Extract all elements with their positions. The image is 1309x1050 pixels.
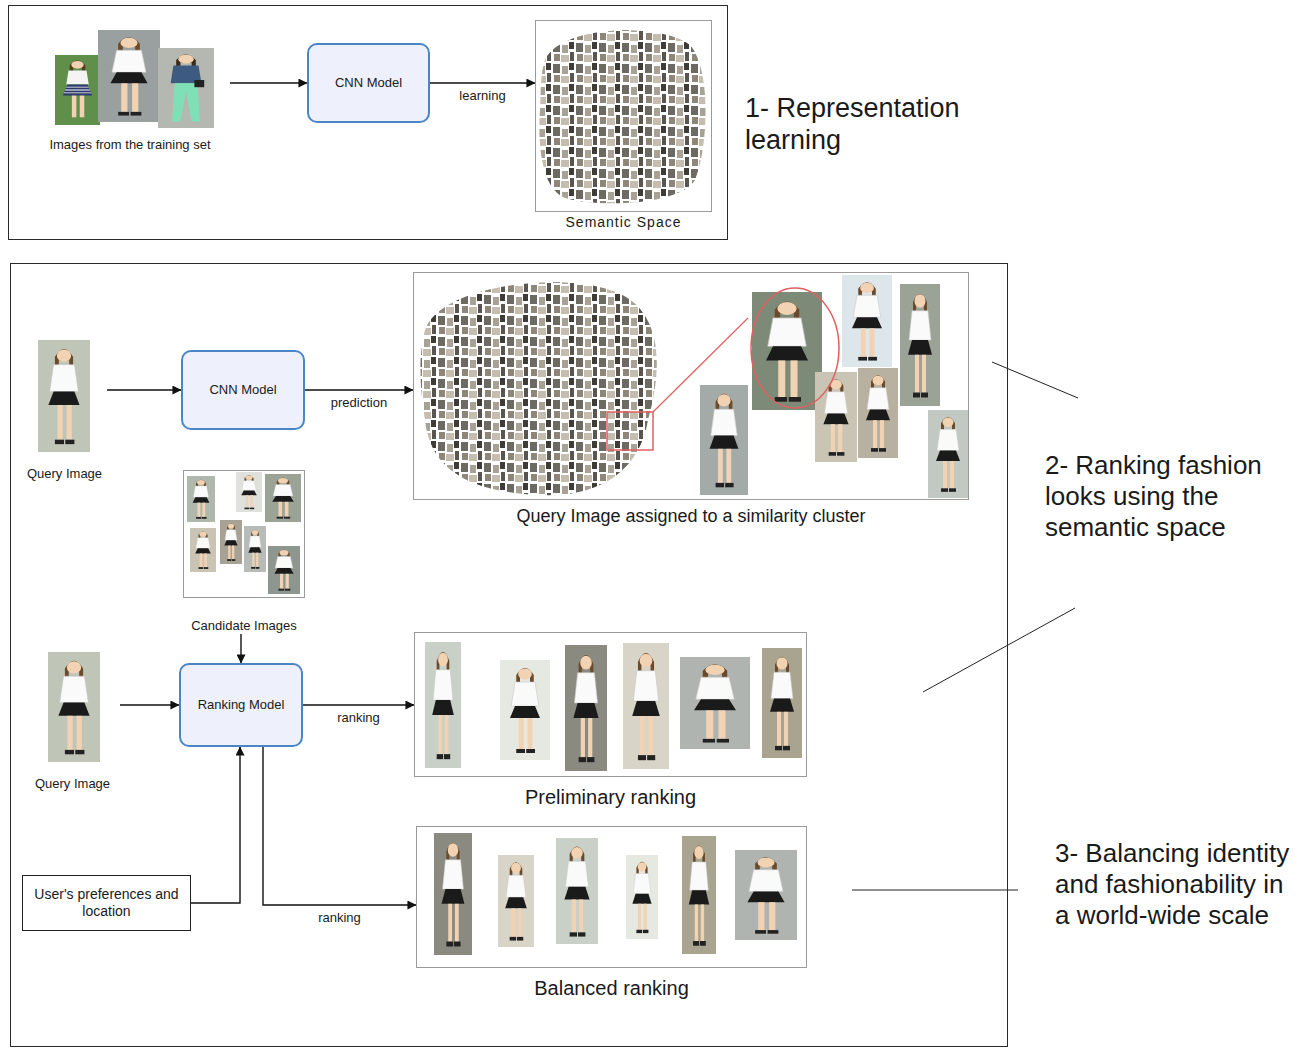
arrow-connector — [263, 747, 416, 905]
panel-heading: 2- Ranking fashion looks using the seman… — [1045, 450, 1303, 544]
image-caption: Query Image — [15, 776, 130, 792]
photo — [556, 838, 598, 944]
caption-wrap: Balanced ranking — [397, 977, 826, 1000]
arrow-connector — [305, 389, 413, 390]
photo — [928, 410, 968, 498]
embedding-scatter — [539, 30, 705, 203]
image-caption: Query Image — [12, 466, 117, 482]
image-caption: Semantic Space — [516, 214, 731, 230]
photo — [190, 528, 216, 572]
image-frame: Query Image assigned to a similarity clu… — [413, 272, 969, 500]
image-caption: Candidate Images — [160, 618, 328, 634]
photo — [38, 340, 90, 452]
image-caption: Images from the training set — [20, 137, 240, 153]
photo — [565, 645, 607, 771]
edge-label: ranking — [335, 710, 382, 726]
caption-wrap: Semantic Space — [516, 214, 731, 230]
caption-wrap: Candidate Images — [160, 618, 328, 634]
note-wrap: 3- Balancing identity and fashionability… — [1055, 838, 1305, 932]
image-frame: Balanced ranking — [416, 826, 807, 968]
box-label: CNN Model — [329, 75, 408, 91]
heading-wrap: 1- Representation learning — [745, 92, 995, 157]
image-frame: Semantic Space — [535, 20, 712, 212]
photo — [55, 55, 100, 125]
photo — [623, 643, 669, 769]
arrow-connector — [120, 704, 179, 705]
photo — [434, 833, 472, 955]
photo — [752, 292, 822, 410]
box-label: User's preferences and location — [23, 886, 190, 921]
photo — [158, 48, 214, 128]
process-box: CNN Model — [307, 43, 430, 123]
caption-wrap: Query Image assigned to a similarity clu… — [394, 506, 988, 527]
process-box: CNN Model — [181, 350, 305, 430]
photo — [626, 855, 658, 939]
photo — [98, 30, 160, 122]
photo — [700, 385, 748, 495]
edge-label-wrap: learning — [457, 88, 507, 104]
photo — [815, 372, 857, 462]
panel-heading: 1- Representation learning — [745, 92, 995, 157]
photo — [425, 642, 461, 768]
edge-label-wrap: ranking — [335, 710, 382, 726]
image-caption: Query Image assigned to a similarity clu… — [394, 506, 988, 527]
arrow-connector — [430, 82, 535, 83]
photo — [858, 368, 898, 458]
photo — [236, 472, 262, 512]
photo — [900, 284, 940, 406]
arrow-connector — [303, 704, 414, 705]
photo — [842, 275, 892, 367]
photo — [48, 652, 100, 762]
photo — [187, 476, 215, 522]
photo — [498, 855, 534, 947]
arrow-connector — [230, 82, 307, 83]
caption-wrap: Query Image — [15, 776, 130, 792]
panel-box: 2- Ranking fashion looks using the seman… — [10, 263, 1008, 1047]
image-frame — [183, 470, 305, 598]
process-box: Ranking Model — [179, 663, 303, 747]
leader-line — [992, 362, 1078, 398]
photo — [244, 526, 266, 572]
panel-box: 1- Representation learningImages from th… — [8, 5, 728, 240]
photo — [268, 546, 300, 594]
heading-wrap: 2- Ranking fashion looks using the seman… — [1045, 450, 1303, 544]
photo — [735, 850, 797, 940]
edge-label: prediction — [329, 395, 389, 411]
edge-label-wrap: prediction — [329, 395, 389, 411]
arrow-connector — [107, 389, 181, 390]
image-caption: Balanced ranking — [397, 977, 826, 1000]
zoom-box — [607, 412, 653, 450]
image-group: Images from the training set — [30, 28, 230, 153]
arrow-connector — [191, 747, 240, 903]
caption-wrap: Query Image — [12, 466, 117, 482]
edge-label: ranking — [316, 910, 363, 926]
box-label: Ranking Model — [192, 697, 291, 713]
arrow-connector — [240, 634, 241, 663]
caption-wrap: Images from the training set — [20, 137, 240, 153]
highlight-ellipse — [751, 288, 839, 408]
image-group: Candidate Images — [170, 468, 318, 634]
edge-label-wrap: ranking — [316, 910, 363, 926]
image-group: Query Image — [22, 340, 107, 482]
edge-label: learning — [457, 88, 507, 104]
photo — [500, 660, 550, 760]
photo — [680, 657, 750, 749]
photo — [220, 520, 242, 564]
box-label: CNN Model — [203, 382, 282, 398]
leader-line — [923, 608, 1075, 692]
input-box: User's preferences and location — [22, 875, 191, 931]
caption-wrap: Preliminary ranking — [395, 786, 826, 809]
photo — [762, 648, 802, 758]
image-group: Query Image — [25, 650, 120, 792]
image-caption: Preliminary ranking — [395, 786, 826, 809]
leader-line — [852, 890, 1018, 891]
image-frame: Preliminary ranking — [414, 632, 807, 777]
photo — [265, 474, 301, 522]
photo — [682, 836, 716, 954]
embedding-scatter — [420, 282, 656, 495]
side-note: 3- Balancing identity and fashionability… — [1055, 838, 1305, 932]
